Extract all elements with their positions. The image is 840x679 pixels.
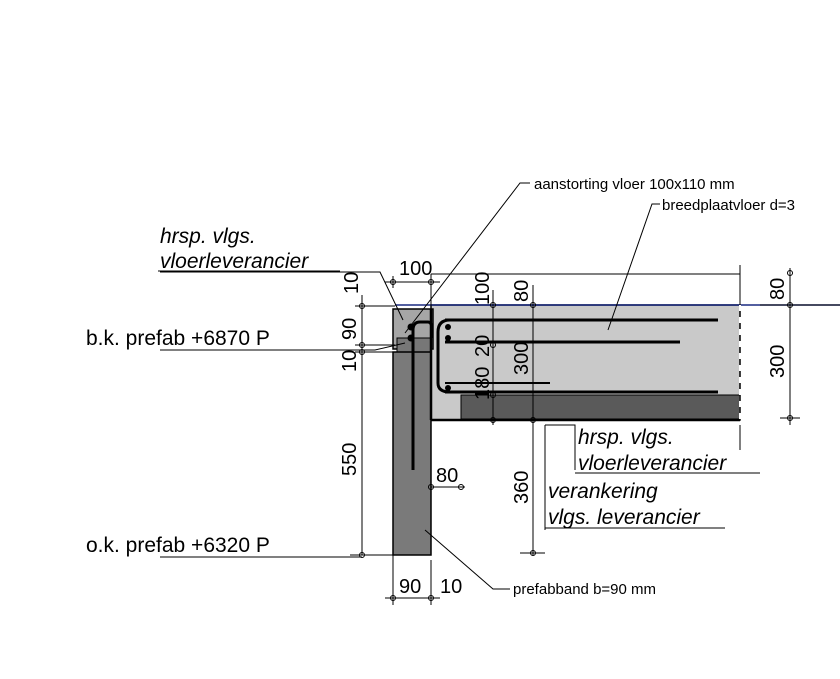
label-prefabband: prefabband b=90 mm <box>513 581 656 598</box>
rebar-dot <box>445 324 451 330</box>
dim-100-v: 100 <box>472 272 494 305</box>
dim-300-v: 300 <box>511 342 533 375</box>
rebar-dot <box>445 335 451 341</box>
prefab-strip <box>460 394 741 420</box>
dim-550: 550 <box>339 443 361 476</box>
dim-10-a: 10 <box>341 272 363 294</box>
label-hrsp-left-1: hrsp. vlgs. <box>160 225 256 248</box>
dimension-lines <box>350 265 840 605</box>
dim-80-right: 80 <box>767 278 789 300</box>
label-aanstorting: aanstorting vloer 100x110 mm <box>534 176 735 193</box>
label-hrsp-left-2: vloerleverancier <box>160 250 309 273</box>
dim-300-right: 300 <box>767 345 789 378</box>
label-bk-prefab: b.k. prefab +6870 P <box>86 327 270 350</box>
leader-lines <box>160 182 660 590</box>
label-hrsp-right-1: hrsp. vlgs. <box>578 426 674 449</box>
label-verankering-2: vlgs. leverancier <box>548 506 701 529</box>
dimension-ticks <box>359 270 793 601</box>
dim-10-b: 10 <box>339 350 361 372</box>
dim-180-v: 180 <box>472 367 494 400</box>
dim-90-bottom: 90 <box>399 576 421 598</box>
label-breedplaat: breedplaatvloer d=3 <box>662 197 795 214</box>
dim-10-bottom: 10 <box>440 576 462 598</box>
dim-20-v: 20 <box>472 335 494 357</box>
label-ok-prefab: o.k. prefab +6320 P <box>86 534 270 557</box>
rebar-hook <box>436 318 451 394</box>
label-hrsp-right-2: vloerleverancier <box>578 452 727 475</box>
dim-360-v: 360 <box>511 471 533 504</box>
label-verankering-1: verankering <box>548 480 658 503</box>
rebar-dot <box>407 323 415 331</box>
rebar-dot <box>407 334 415 342</box>
dim-80-mid: 80 <box>436 465 458 487</box>
dim-100-top: 100 <box>399 258 432 280</box>
dim-80-v: 80 <box>511 280 533 302</box>
dim-90-a: 90 <box>339 318 361 340</box>
rebar-dot <box>445 385 451 391</box>
